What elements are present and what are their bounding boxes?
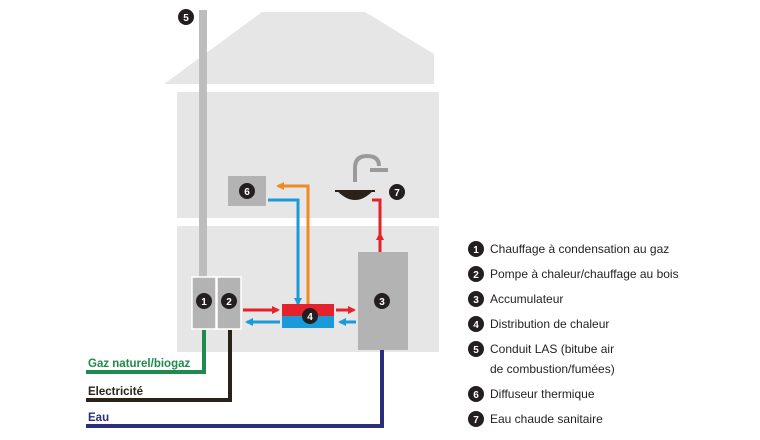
legend-label: Distribution de chaleur: [490, 317, 609, 331]
legend-number: 1: [473, 245, 479, 256]
flue-pipe: [199, 10, 207, 282]
legend-number: 6: [473, 390, 479, 401]
badge-radiator: 6: [239, 183, 255, 199]
badge-distribution: 4: [302, 308, 318, 324]
legend-badge: [468, 341, 484, 357]
roof: [164, 12, 434, 84]
legend-badge: [468, 266, 484, 282]
legend-label: Accumulateur: [490, 292, 563, 306]
radiator-supply-pipe: [276, 182, 310, 304]
supply-lines: [86, 330, 384, 428]
legend-number: 4: [473, 320, 479, 331]
legend-number: 2: [473, 270, 479, 281]
legend-label: Conduit LAS (bitube air: [490, 342, 614, 356]
svg-text:2: 2: [226, 297, 232, 308]
badge-flue: 5: [178, 9, 194, 25]
water-line: [86, 350, 384, 428]
svg-text:3: 3: [379, 297, 385, 308]
svg-text:6: 6: [244, 187, 250, 198]
electricity-line: [86, 330, 232, 402]
legend-item: 4 Distribution de chaleur: [468, 316, 609, 332]
water-label: Eau: [88, 412, 109, 424]
legend-badge: [468, 386, 484, 402]
legend-label: Chauffage à condensation au gaz: [490, 242, 669, 256]
legend-item: 5 Conduit LAS (bitube air de combustion/fu…: [468, 341, 615, 376]
shower-icon: [335, 153, 388, 200]
legend-item: 3 Accumulateur: [468, 291, 563, 307]
legend-label: Pompe à chaleur/chauffage au bois: [490, 267, 679, 281]
badge-boiler: 1: [196, 293, 212, 309]
legend-label: Eau chaude sanitaire: [490, 412, 603, 426]
legend-item: 7 Eau chaude sanitaire: [468, 411, 603, 427]
svg-text:7: 7: [394, 188, 400, 199]
legend-badge: [468, 316, 484, 332]
badge-shower: 7: [389, 184, 405, 200]
legend-item: 2 Pompe à chaleur/chauffage au bois: [468, 266, 679, 282]
legend-number: 7: [473, 415, 479, 426]
legend-number: 5: [473, 345, 479, 356]
badge-storage: 3: [374, 293, 390, 309]
gas-label: Gaz naturel/biogaz: [88, 358, 190, 370]
legend-badge: [468, 241, 484, 257]
legend-number: 3: [473, 295, 479, 306]
badge-heat-pump: 2: [221, 293, 237, 309]
legend-label: Diffuseur thermique: [490, 387, 595, 401]
legend: 1 Chauffage à condensation au gaz 2 Pompe à…: [468, 241, 679, 427]
legend-badge: [468, 291, 484, 307]
gas-line: [86, 330, 206, 374]
legend-label: de combustion/fumées): [490, 362, 615, 376]
legend-item: 6 Diffuseur thermique: [468, 386, 595, 402]
hydraulic-pipes: [243, 182, 384, 326]
svg-text:5: 5: [183, 13, 189, 24]
legend-item: 1 Chauffage à condensation au gaz: [468, 241, 669, 257]
radiator-return-pipe: [268, 198, 302, 306]
svg-text:1: 1: [201, 297, 207, 308]
legend-badge: [468, 411, 484, 427]
diagram-badges: 1 2 3 4 5 6 7: [178, 9, 405, 324]
electricity-label: Electricité: [88, 386, 143, 398]
svg-text:4: 4: [307, 312, 313, 323]
